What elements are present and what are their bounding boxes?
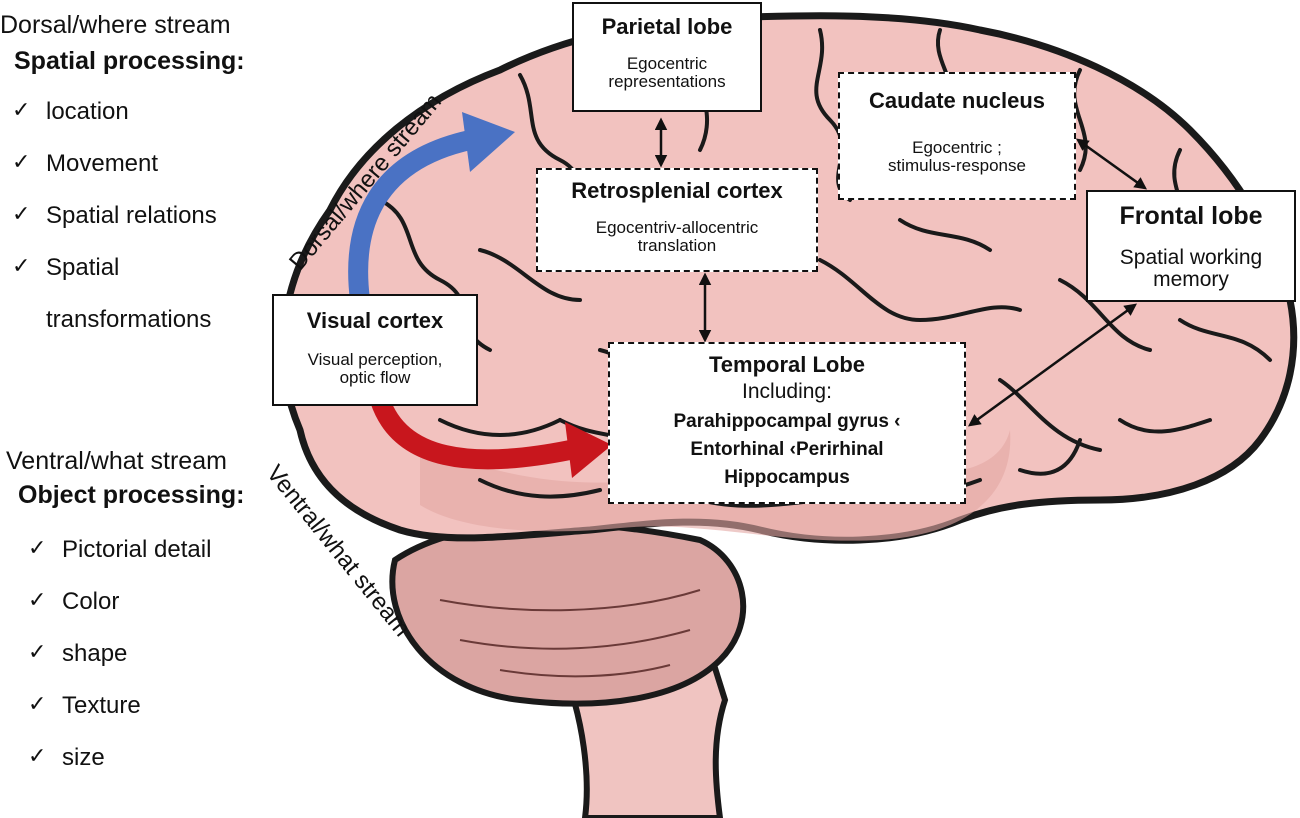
parietal-lobe-box: Parietal lobe Egocentric representations <box>572 2 762 112</box>
check-icon: ✓ <box>12 254 31 279</box>
list-item: ✓size <box>28 744 105 771</box>
ventral-stream-name: Ventral/what stream <box>6 447 227 475</box>
list-item: ✓shape <box>28 640 128 667</box>
check-icon: ✓ <box>28 744 47 769</box>
visual-cortex-title: Visual cortex <box>306 308 444 333</box>
frontal-temporal-arrow <box>967 303 1138 427</box>
parietal-lobe-title: Parietal lobe <box>601 14 733 39</box>
spatial-processing-heading: Spatial processing: <box>14 47 245 75</box>
retrosplenial-cortex-title: Retrosplenial cortex <box>571 178 783 203</box>
list-item: ✓Texture <box>28 692 141 719</box>
list-item: ✓Color <box>28 588 120 615</box>
ventral-stream-arrow <box>370 390 580 470</box>
frontal-lobe-box: Frontal lobe Spatial working memory <box>1086 190 1296 302</box>
retrosplenial-cortex-box: Retrosplenial cortex Egocentriv-allocent… <box>536 168 818 272</box>
check-icon: ✓ <box>28 692 47 717</box>
dorsal-stream-name: Dorsal/where stream <box>0 11 231 39</box>
dorsal-panel-title: Dorsal/where stream <box>0 11 231 40</box>
check-icon: ✓ <box>28 536 47 561</box>
check-icon: ✓ <box>28 640 47 665</box>
dorsal-stream-arrow <box>348 130 480 310</box>
list-item: ✓Pictorial detail <box>28 536 212 563</box>
ventral-panel-title: Ventral/what stream <box>6 447 227 476</box>
spatial-processing-list: ✓location ✓Movement ✓Spatial relations ✓… <box>12 98 217 358</box>
check-icon: ✓ <box>12 150 31 175</box>
check-icon: ✓ <box>12 202 31 227</box>
object-processing-heading: Object processing: <box>18 481 245 509</box>
list-item: ✓Movement <box>12 150 159 177</box>
caudate-nucleus-title: Caudate nucleus <box>868 88 1046 113</box>
temporal-lobe-title: Temporal Lobe <box>708 352 866 377</box>
object-processing-list: ✓Pictorial detail ✓Color ✓shape ✓Texture… <box>28 536 211 796</box>
check-icon: ✓ <box>28 588 47 613</box>
temporal-lobe-box: Temporal Lobe Including: Parahippocampal… <box>608 342 966 504</box>
list-item: ✓Spatial <box>12 254 120 281</box>
check-icon: ✓ <box>12 98 31 123</box>
visual-cortex-box: Visual cortex Visual perception, optic f… <box>272 294 478 406</box>
list-item: ✓Spatial relations <box>12 202 217 229</box>
caudate-frontal-arrow <box>1075 138 1148 190</box>
caudate-nucleus-box: Caudate nucleus Egocentric ; stimulus-re… <box>838 72 1076 200</box>
frontal-lobe-title: Frontal lobe <box>1119 202 1263 230</box>
list-item: transformations <box>46 306 212 333</box>
list-item: ✓location <box>12 98 129 125</box>
